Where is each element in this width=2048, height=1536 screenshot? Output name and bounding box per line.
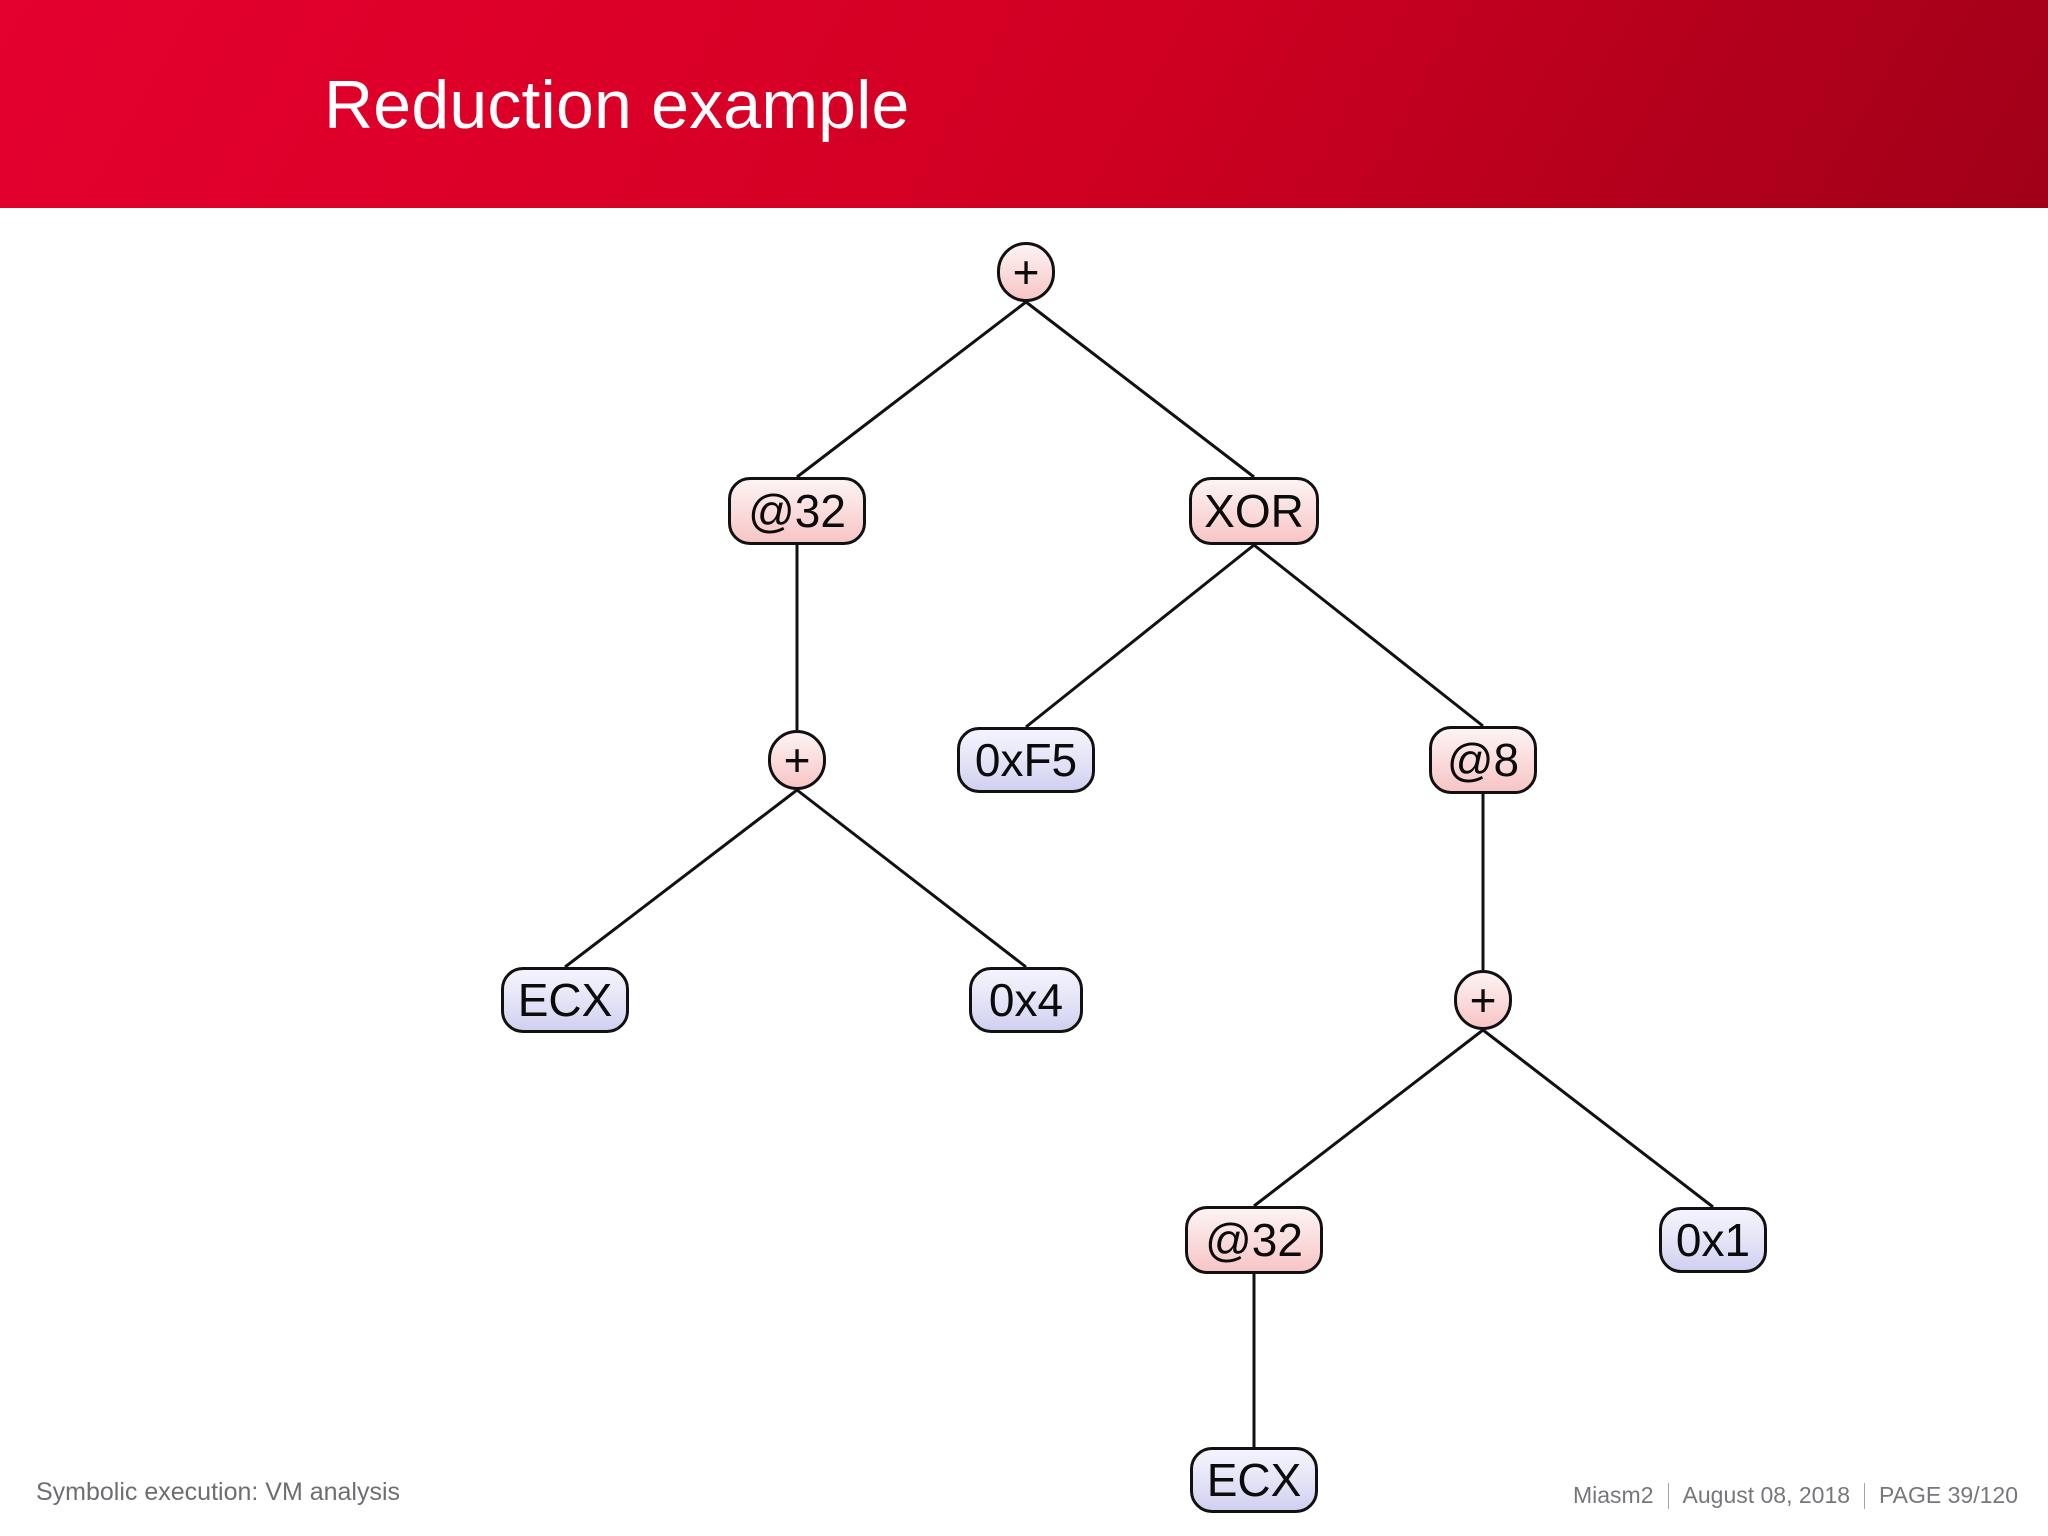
tree-node-label: @8 xyxy=(1446,734,1520,786)
tree-node-label: + xyxy=(783,734,811,786)
page-title: Reduction example xyxy=(324,67,910,143)
footer-separator-1 xyxy=(1667,1482,1669,1509)
tree-edge xyxy=(1253,1028,1484,1208)
tree-node-[interactable]: + xyxy=(997,242,1055,302)
tree-node-0x1[interactable]: 0x1 xyxy=(1659,1207,1767,1273)
tree-node-label: 0x1 xyxy=(1675,1214,1751,1266)
tree-edge xyxy=(1025,543,1255,729)
tree-node-label: ECX xyxy=(517,974,613,1026)
footer-date: August 08, 2018 xyxy=(1682,1482,1851,1508)
tree-edge xyxy=(796,788,1027,969)
tree-edge xyxy=(564,788,798,969)
tree-node-label: 0xF5 xyxy=(974,734,1078,786)
tree-node-[interactable]: + xyxy=(768,730,826,790)
tree-edge xyxy=(796,300,1027,479)
footer-right: Miasm2 August 08, 2018 PAGE 39/120 xyxy=(1573,1482,2018,1509)
tree-node-0x4[interactable]: 0x4 xyxy=(969,967,1083,1033)
tree-node-32[interactable]: @32 xyxy=(1185,1206,1323,1274)
tree-node-label: ECX xyxy=(1206,1454,1302,1506)
tree-node-8[interactable]: @8 xyxy=(1429,726,1537,794)
tree-node-label: @32 xyxy=(748,485,846,537)
tree-edge xyxy=(1253,543,1484,728)
tree-node-ecx[interactable]: ECX xyxy=(501,967,629,1033)
tree-node-xor[interactable]: XOR xyxy=(1189,477,1319,545)
tree-node-label: + xyxy=(1469,974,1497,1026)
tree-node-label: XOR xyxy=(1204,485,1304,537)
tree-node-label: 0x4 xyxy=(988,974,1064,1026)
title-banner: Reduction example xyxy=(0,0,2048,208)
tree-node-ecx[interactable]: ECX xyxy=(1190,1447,1318,1513)
tree-node-0xf5[interactable]: 0xF5 xyxy=(957,727,1095,793)
tree-edge xyxy=(1025,300,1255,479)
tree-node-label: @32 xyxy=(1205,1214,1303,1266)
footer-page-number: PAGE 39/120 xyxy=(1879,1482,2018,1508)
tree-node-label: + xyxy=(1012,246,1040,298)
footer-separator-2 xyxy=(1864,1482,1866,1509)
edge-layer xyxy=(564,300,1714,1447)
footer-left-text: Symbolic execution: VM analysis xyxy=(36,1478,401,1506)
tree-node-32[interactable]: @32 xyxy=(728,477,866,545)
tree-node-[interactable]: + xyxy=(1454,970,1512,1030)
tree-edge xyxy=(1482,1028,1714,1209)
footer-project: Miasm2 xyxy=(1573,1482,1654,1508)
